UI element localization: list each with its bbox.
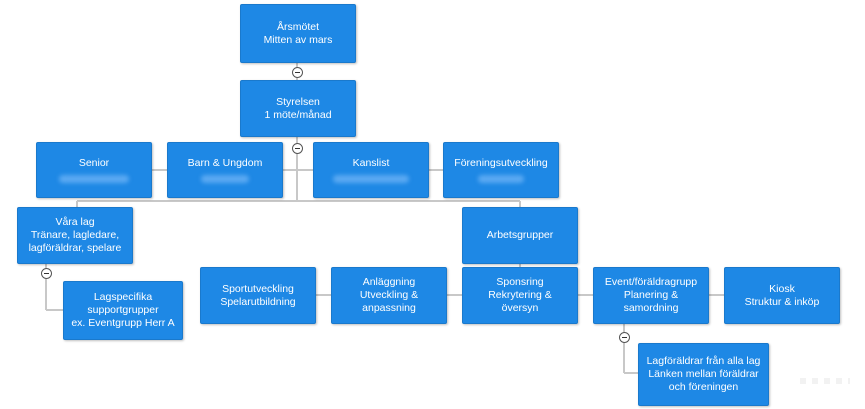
node-sportutveckling[interactable]: Sportutveckling Spelarutbildning xyxy=(200,267,316,324)
collapse-toggle-styrelsen[interactable] xyxy=(292,143,303,154)
node-kiosk-title: Kiosk xyxy=(769,282,795,295)
node-arsmotet-subtitle: Mitten av mars xyxy=(263,33,333,46)
node-senior[interactable]: Senior xyxy=(36,142,152,198)
node-arsmotet[interactable]: Årsmötet Mitten av mars xyxy=(240,4,356,63)
node-sponsring-line3: översyn xyxy=(501,301,539,314)
node-lagspecifika-title: Lagspecifika xyxy=(93,291,153,304)
node-lagspecifika-line3: ex. Eventgrupp Herr A xyxy=(71,316,175,329)
node-barn-ungdom-title: Barn & Ungdom xyxy=(187,156,263,169)
redacted-name-kanslist xyxy=(333,175,409,184)
node-kiosk[interactable]: Kiosk Struktur & inköp xyxy=(724,267,840,324)
node-lagforaldrar-title: Lagföräldrar från alla lag xyxy=(646,355,761,368)
node-sportutveckling-line2: Spelarutbildning xyxy=(220,295,296,308)
node-event[interactable]: Event/föräldragrupp Planering & samordni… xyxy=(593,267,709,324)
node-lagforaldrar[interactable]: Lagföräldrar från alla lag Länken mellan… xyxy=(638,343,769,406)
redacted-name-barn-ungdom xyxy=(201,175,249,184)
collapse-toggle-event[interactable] xyxy=(619,332,630,343)
node-lagspecifika-line2: supportgrupper xyxy=(87,304,159,317)
collapse-toggle-vara-lag[interactable] xyxy=(41,268,52,279)
node-kiosk-line2: Struktur & inköp xyxy=(744,295,820,308)
collapse-toggle-arsmotet[interactable] xyxy=(292,67,303,78)
node-foreningsutveckling-title: Föreningsutveckling xyxy=(454,156,548,169)
node-sponsring[interactable]: Sponsring Rekrytering & översyn xyxy=(462,267,578,324)
node-arbetsgrupper[interactable]: Arbetsgrupper xyxy=(462,207,578,264)
node-arsmotet-title: Årsmötet xyxy=(276,20,319,33)
node-lagforaldrar-line3: och föreningen xyxy=(668,380,739,393)
node-lagforaldrar-line2: Länken mellan föräldrar xyxy=(648,368,759,381)
redacted-name-senior xyxy=(59,175,129,184)
node-styrelsen[interactable]: Styrelsen 1 möte/månad xyxy=(240,80,356,137)
node-sponsring-line2: Rekrytering & xyxy=(488,289,552,302)
node-anlaggning-title: Anläggning xyxy=(362,276,416,289)
node-anlaggning-line3: anpassning xyxy=(362,301,416,314)
redacted-name-foreningsutveckling xyxy=(478,175,524,184)
node-vara-lag-line2: Tränare, lagledare, xyxy=(30,229,120,242)
node-kanslist[interactable]: Kanslist xyxy=(313,142,429,198)
node-event-line2: Planering & xyxy=(623,289,679,302)
node-styrelsen-subtitle: 1 möte/månad xyxy=(264,108,332,121)
node-lagspecifika[interactable]: Lagspecifika supportgrupper ex. Eventgru… xyxy=(63,281,183,340)
node-vara-lag[interactable]: Våra lag Tränare, lagledare, lagföräldra… xyxy=(17,207,133,264)
faint-decoration xyxy=(800,378,850,384)
node-barn-ungdom[interactable]: Barn & Ungdom xyxy=(167,142,283,198)
node-sportutveckling-title: Sportutveckling xyxy=(222,282,294,295)
node-senior-title: Senior xyxy=(78,156,110,169)
node-event-line3: samordning xyxy=(623,301,679,314)
node-anlaggning-line2: Utveckling & xyxy=(359,289,419,302)
node-foreningsutveckling[interactable]: Föreningsutveckling xyxy=(443,142,559,198)
node-kanslist-title: Kanslist xyxy=(352,156,390,169)
node-vara-lag-title: Våra lag xyxy=(55,216,95,229)
node-arbetsgrupper-title: Arbetsgrupper xyxy=(486,229,554,242)
node-vara-lag-line3: lagföräldrar, spelare xyxy=(28,241,122,254)
node-sponsring-title: Sponsring xyxy=(496,276,544,289)
node-anlaggning[interactable]: Anläggning Utveckling & anpassning xyxy=(331,267,447,324)
node-event-title: Event/föräldragrupp xyxy=(604,276,698,289)
node-styrelsen-title: Styrelsen xyxy=(276,95,320,108)
